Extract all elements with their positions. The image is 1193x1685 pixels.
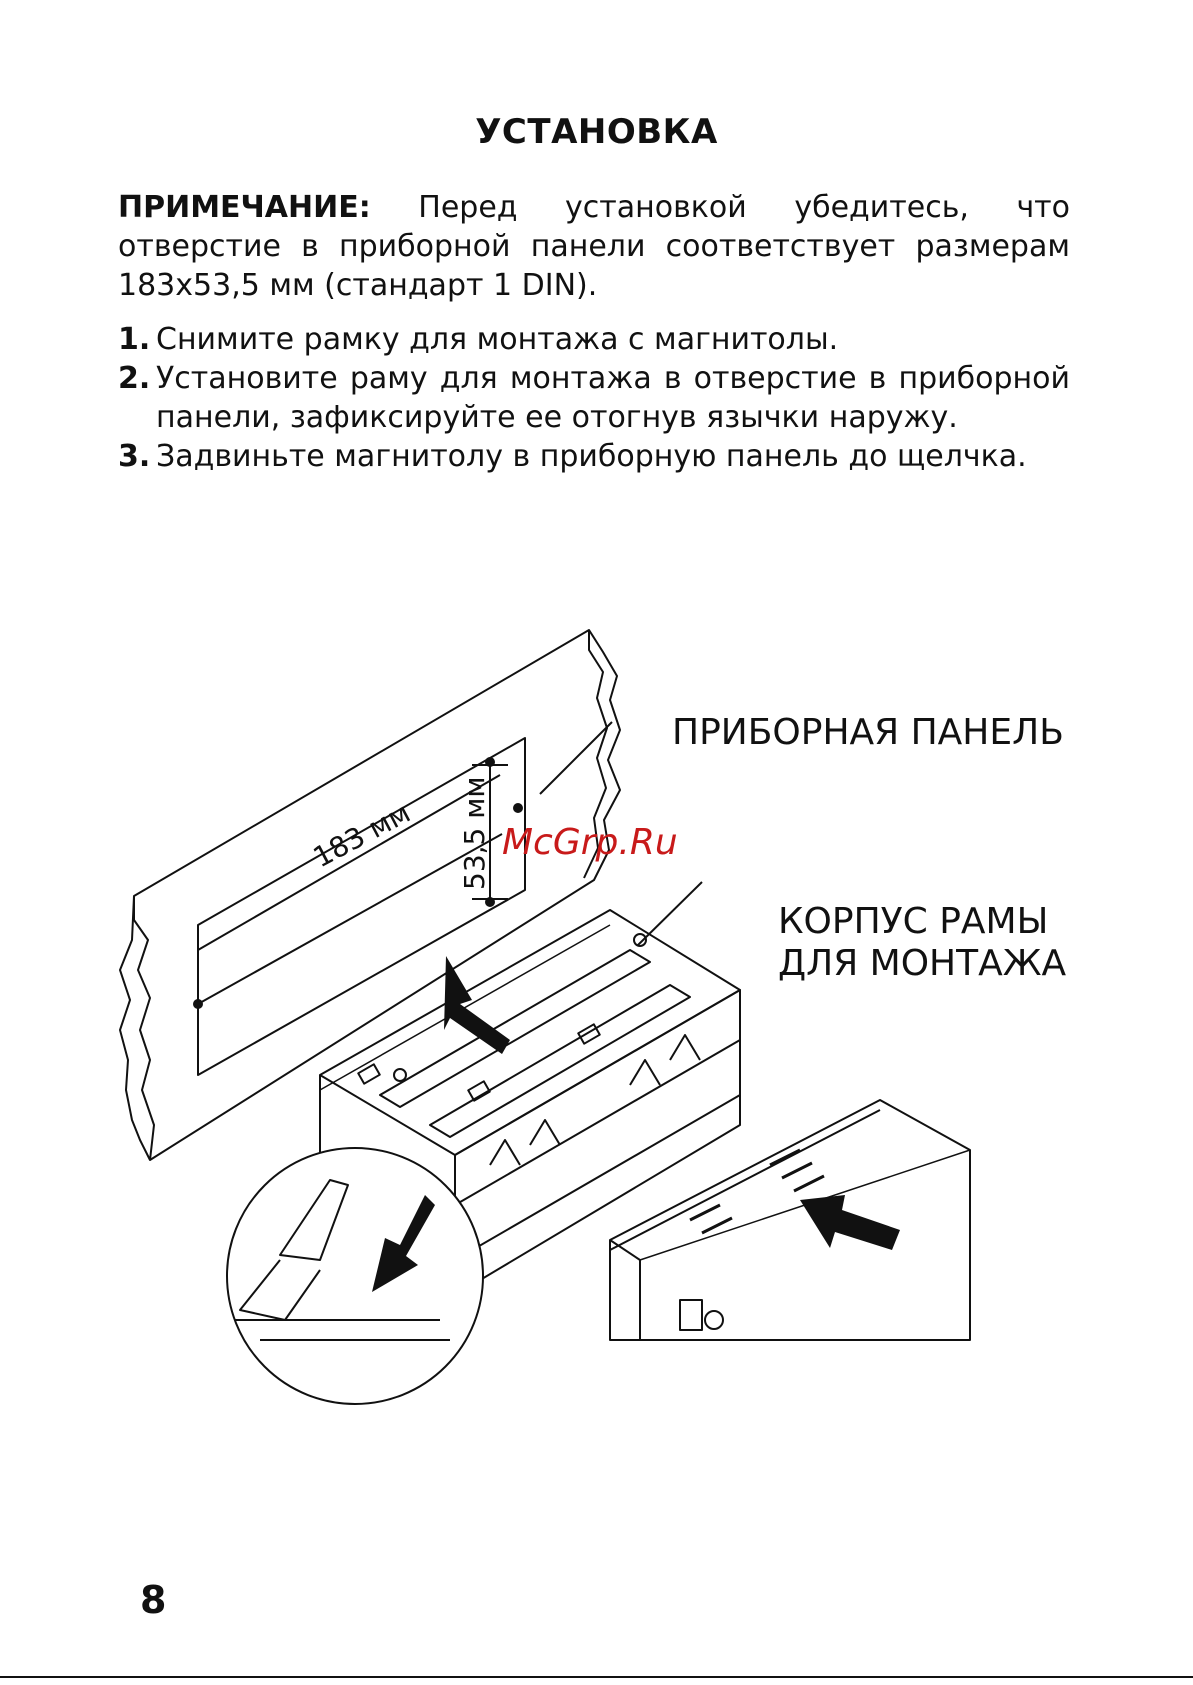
callout-dashboard-panel: ПРИБОРНАЯ ПАНЕЛЬ xyxy=(672,712,1064,753)
bend-tab-arrow xyxy=(372,1195,435,1292)
tab-bending-detail xyxy=(226,1147,484,1405)
dim-height-label: 53,5 мм xyxy=(458,777,491,891)
watermark: McGrp.Ru xyxy=(502,822,678,863)
step-text: Задвиньте магнитолу в приборную панель д… xyxy=(156,439,1027,474)
step-2: 2. Установите раму для монтажа в отверст… xyxy=(118,359,1070,437)
step-1: 1. Снимите рамку для монтажа с магнитолы… xyxy=(118,320,1070,359)
step-3: 3. Задвиньте магнитолу в приборную панел… xyxy=(118,437,1070,476)
callout-mounting-frame: КОРПУС РАМЫ ДЛЯ МОНТАЖА xyxy=(778,901,1066,985)
insert-radio-arrow xyxy=(800,1195,900,1250)
step-number: 3. xyxy=(118,439,151,474)
mounting-frame-drawing xyxy=(319,881,741,1296)
page-number: 8 xyxy=(140,1578,167,1622)
note-paragraph: ПРИМЕЧАНИЕ: Перед установкой убедитесь, … xyxy=(118,188,1070,305)
radio-unit-drawing xyxy=(609,1099,971,1341)
bottom-rule xyxy=(0,1676,1193,1678)
step-text: Установите раму для монтажа в отверстие … xyxy=(156,361,1070,435)
note-text: Перед установкой убедитесь, что отверсти… xyxy=(118,190,1070,303)
page-title: УСТАНОВКА xyxy=(475,112,718,152)
step-number: 2. xyxy=(118,361,151,396)
step-number: 1. xyxy=(118,322,151,357)
dashboard-panel-drawing xyxy=(119,629,621,1161)
note-label: ПРИМЕЧАНИЕ: xyxy=(118,190,371,225)
callout-frame-line-2: ДЛЯ МОНТАЖА xyxy=(778,943,1067,984)
step-text: Снимите рамку для монтажа с магнитолы. xyxy=(156,322,839,357)
callout-frame-line-1: КОРПУС РАМЫ xyxy=(778,901,1049,942)
insert-frame-arrow xyxy=(444,956,510,1054)
installation-steps: 1. Снимите рамку для монтажа с магнитолы… xyxy=(118,320,1070,476)
installation-illustration: 183 мм 53,5 мм xyxy=(119,629,971,1405)
